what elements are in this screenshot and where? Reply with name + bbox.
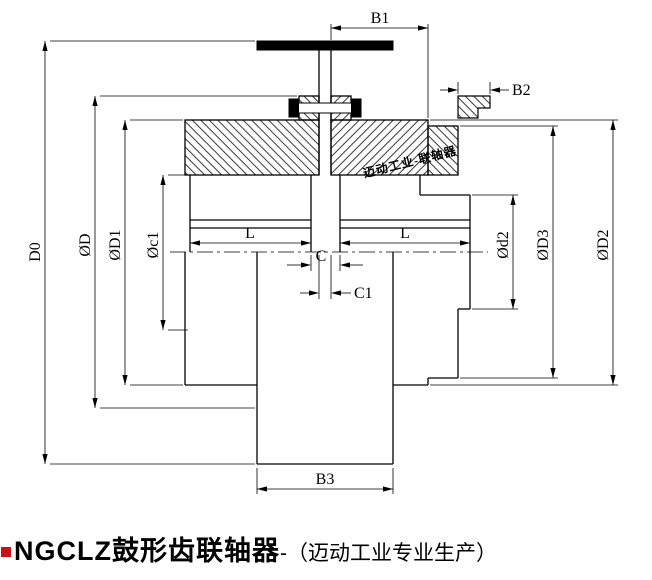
dim-arrow [92, 96, 98, 106]
dim-arrow [42, 41, 48, 51]
dim-label-l_right: L [400, 225, 410, 242]
dim-arrow [340, 262, 350, 268]
dim-arrow [92, 398, 98, 408]
dim-arrow [301, 262, 311, 268]
red-marker [1, 547, 11, 557]
dim-arrow [340, 240, 350, 246]
dim-arrow [309, 290, 319, 296]
dim-label-d2_small: Ød2 [495, 231, 512, 259]
dim-arrow [383, 486, 393, 492]
dim-arrow [301, 240, 311, 246]
dim-arrow [550, 368, 556, 378]
dim-arrow [160, 320, 166, 330]
hatched-section [330, 119, 429, 176]
hatched-section [184, 119, 320, 176]
dim-label-d3: ØD3 [535, 229, 552, 260]
dim-arrow [510, 299, 516, 309]
dim-label-d0: D0 [27, 242, 44, 262]
dim-label-c: C [316, 248, 327, 265]
bolt-head [288, 98, 300, 118]
dim-label-d2: ØD2 [595, 229, 612, 260]
dim-label-b3: B3 [316, 471, 335, 488]
dim-label-c1_dia: Øc1 [145, 232, 162, 259]
product-title-suffix: -（迈动工业专业生产） [279, 542, 497, 565]
dim-arrow [190, 240, 200, 246]
bolt-shank [299, 103, 351, 113]
caption-bar: NGCLZ鼓形齿联轴器-（迈动工业专业生产） [0, 529, 652, 568]
seal-ring-detail [457, 95, 491, 119]
dim-label-d: ØD [77, 233, 94, 256]
dim-arrow [610, 120, 616, 130]
dim-arrow [160, 175, 166, 185]
dim-arrow [460, 240, 470, 246]
dim-arrow [257, 486, 267, 492]
dim-arrow [448, 87, 458, 93]
dim-arrow [610, 375, 616, 385]
dim-label-c1: C1 [354, 285, 373, 302]
dim-arrow [490, 87, 500, 93]
bolt-nut [350, 98, 362, 118]
dim-arrow [510, 195, 516, 205]
dim-label-b2: B2 [512, 82, 531, 99]
dim-arrow [122, 120, 128, 130]
hatched-section [427, 125, 459, 176]
dim-label-b1: B1 [371, 10, 390, 27]
brake-drum-rim [256, 40, 394, 51]
dim-label-l_left: L [245, 225, 255, 242]
dim-arrow [122, 375, 128, 385]
dim-arrow [550, 126, 556, 136]
dim-arrow [418, 25, 428, 31]
dim-label-d1: ØD1 [107, 229, 124, 260]
dim-arrow [331, 25, 341, 31]
dim-arrow [331, 290, 341, 296]
product-title: NGCLZ鼓形齿联轴器 [14, 536, 280, 566]
dim-arrow [42, 454, 48, 464]
